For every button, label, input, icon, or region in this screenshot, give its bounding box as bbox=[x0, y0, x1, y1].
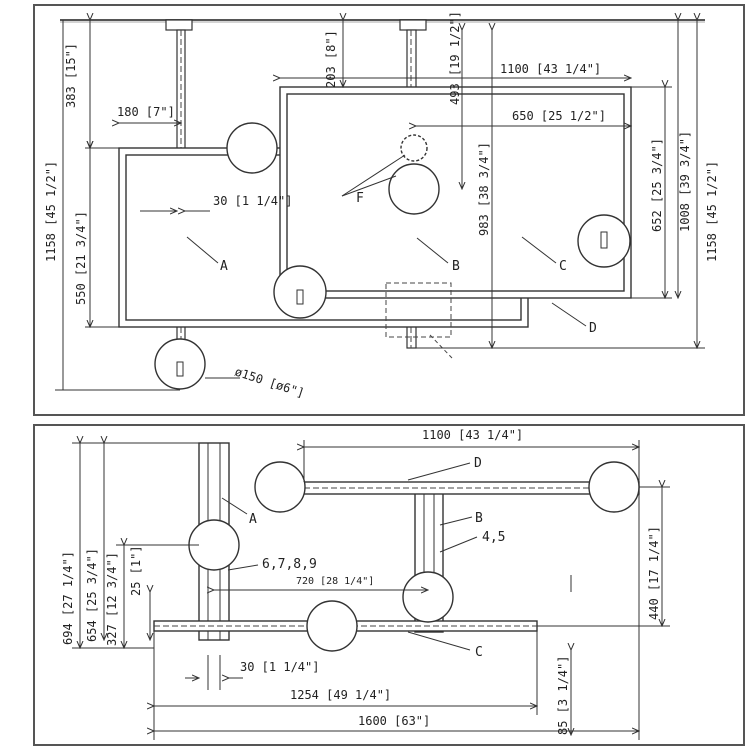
top-panel: 383 [15"] 203 [8"] 493 [19 1/2"] 1100 [4… bbox=[33, 4, 745, 416]
bottom-panel: 1100 [43 1/4"] 694 [27 1/4"] 654 [25 3/4… bbox=[33, 424, 745, 746]
bottom-panel-frame bbox=[33, 424, 745, 746]
dim-1158-left: 1158 [45 1/2"] bbox=[44, 161, 58, 262]
dim-1100-top: 1100 [43 1/4"] bbox=[500, 62, 601, 76]
dim-493-19: 493 [19 1/2"] bbox=[448, 11, 462, 105]
dim-1254: 1254 [49 1/4"] bbox=[290, 688, 391, 702]
detail-box bbox=[385, 282, 452, 338]
dim-30-bottom: 30 [1 1/4"] bbox=[240, 660, 319, 674]
dim-440: 440 [17 1/4"] bbox=[647, 526, 661, 620]
dim-150: ø150 [ø6"] bbox=[233, 365, 306, 401]
dim-550: 550 [21 3/4"] bbox=[74, 211, 88, 305]
globe-f-small bbox=[400, 134, 428, 162]
dim-654: 654 [25 3/4"] bbox=[85, 548, 99, 642]
top-panel-frame bbox=[33, 4, 745, 416]
label-d-top: D bbox=[589, 321, 597, 336]
label-f-top: F bbox=[356, 191, 364, 206]
label-a-bottom: A bbox=[249, 512, 257, 527]
globe-d-left bbox=[254, 461, 306, 513]
dim-25: 25 [1"] bbox=[129, 545, 143, 596]
label-b-top: B bbox=[452, 259, 460, 274]
bulb-holder-right bbox=[600, 231, 608, 249]
dim-383: 383 [15"] bbox=[64, 43, 78, 108]
dim-983: 983 [38 3/4"] bbox=[477, 142, 491, 236]
label-d-bottom: D bbox=[474, 456, 482, 471]
dim-650: 650 [25 1/2"] bbox=[512, 109, 606, 123]
canopy-b bbox=[399, 19, 427, 31]
dim-85: 85 [3 1/4"] bbox=[556, 656, 570, 735]
globe-c bbox=[306, 600, 358, 652]
dim-720: 720 [28 1/4"] bbox=[296, 576, 374, 587]
dim-327: 327 [12 3/4"] bbox=[105, 552, 119, 646]
dim-1158-right: 1158 [45 1/2"] bbox=[705, 161, 719, 262]
bulb-holder-a bbox=[176, 361, 184, 377]
globe-center bbox=[388, 163, 440, 215]
label-c-bottom: C bbox=[475, 645, 483, 660]
label-4-5: 4,5 bbox=[482, 530, 505, 545]
dim-1008: 1008 [39 3/4"] bbox=[678, 131, 692, 232]
label-b-bottom: B bbox=[475, 511, 483, 526]
globe-b bbox=[402, 571, 454, 623]
dim-652: 652 [25 3/4"] bbox=[650, 138, 664, 232]
dim-694: 694 [27 1/4"] bbox=[61, 551, 75, 645]
dim-30-top: 30 [1 1/4"] bbox=[213, 194, 292, 208]
dim-203: 203 [8"] bbox=[324, 30, 338, 88]
globe-top-left bbox=[226, 122, 278, 174]
globe-d-right bbox=[588, 461, 640, 513]
canopy-a bbox=[165, 19, 193, 31]
dim-180: 180 [7"] bbox=[117, 105, 175, 119]
dim-1100-bottom: 1100 [43 1/4"] bbox=[422, 428, 523, 442]
label-6-7-8-9: 6,7,8,9 bbox=[262, 557, 317, 572]
bulb-holder-bottom bbox=[296, 289, 304, 305]
label-a-top: A bbox=[220, 259, 228, 274]
dim-1600: 1600 [63"] bbox=[358, 714, 430, 728]
label-c-top: C bbox=[559, 259, 567, 274]
